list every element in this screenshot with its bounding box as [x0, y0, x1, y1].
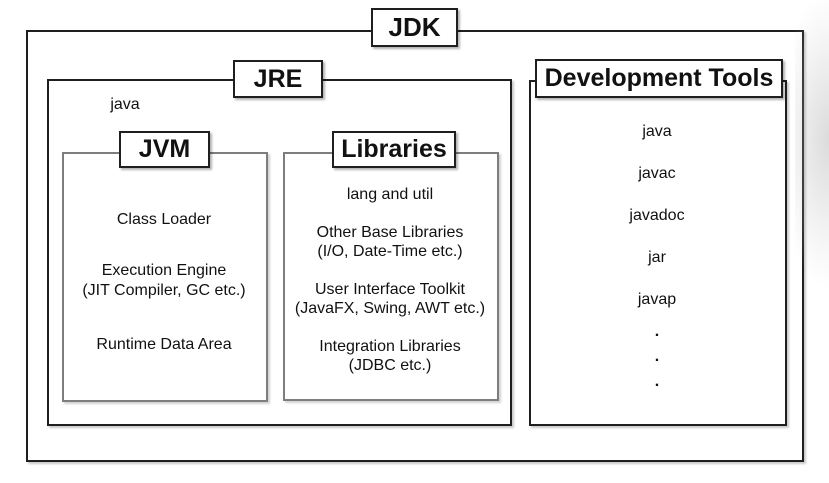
- jdk-label-box: JDK: [371, 8, 458, 47]
- jvm-item-subtitle: (JIT Compiler, GC etc.): [82, 282, 246, 299]
- jre-label-box: JRE: [233, 60, 323, 98]
- dev-tool-item-javac: javac: [638, 165, 676, 182]
- jvm-item-runtime-data-area: Runtime Data Area: [62, 335, 266, 355]
- jre-java-label: java: [110, 96, 140, 113]
- dev-tools-content: java javac javadoc jar javap . . .: [529, 80, 785, 397]
- libraries-item-subtitle: (I/O, Date-Time etc.): [317, 243, 463, 260]
- jvm-label-box: JVM: [119, 131, 210, 168]
- libraries-item-title: User Interface Toolkit: [315, 281, 465, 298]
- dev-tools-ellipsis-dot: .: [654, 323, 660, 340]
- dev-tool-item-javadoc: javadoc: [629, 207, 685, 224]
- libraries-label: Libraries: [341, 135, 447, 163]
- dev-tool-item-jar: jar: [648, 249, 666, 266]
- libraries-label-box: Libraries: [332, 131, 456, 168]
- libraries-content: lang and util Other Base Libraries (I/O,…: [283, 152, 497, 375]
- jvm-item-execution-engine: Execution Engine (JIT Compiler, GC etc.): [62, 261, 266, 301]
- dev-tools-ellipsis-dot: .: [654, 348, 660, 365]
- jvm-item-title: Class Loader: [116, 211, 212, 228]
- dev-tool-item-javap: javap: [637, 291, 677, 308]
- jvm-item-class-loader: Class Loader: [62, 210, 266, 230]
- libraries-item-ui-toolkit: User Interface Toolkit (JavaFX, Swing, A…: [283, 280, 497, 318]
- dev-tools-label-box: Development Tools: [535, 59, 783, 98]
- jvm-label: JVM: [138, 135, 191, 163]
- libraries-item-subtitle: (JDBC etc.): [348, 357, 432, 374]
- libraries-item-subtitle: (JavaFX, Swing, AWT etc.): [294, 300, 486, 317]
- jvm-item-title: Runtime Data Area: [96, 336, 232, 353]
- jdk-label: JDK: [388, 12, 441, 42]
- dev-tool-item-java: java: [642, 123, 672, 140]
- libraries-item-title: Other Base Libraries: [316, 224, 464, 241]
- libraries-item-integration: Integration Libraries (JDBC etc.): [283, 337, 497, 375]
- dev-tools-ellipsis-dot: .: [654, 373, 660, 390]
- libraries-item-other-base: Other Base Libraries (I/O, Date-Time etc…: [283, 223, 497, 261]
- jre-label: JRE: [253, 64, 303, 93]
- dev-tools-label: Development Tools: [544, 64, 774, 92]
- jvm-item-title: Execution Engine: [101, 262, 227, 279]
- libraries-item-title: lang and util: [346, 186, 434, 203]
- libraries-item-lang-util: lang and util: [283, 185, 497, 204]
- jvm-content: Class Loader Execution Engine (JIT Compi…: [62, 152, 266, 355]
- libraries-item-title: Integration Libraries: [319, 338, 461, 355]
